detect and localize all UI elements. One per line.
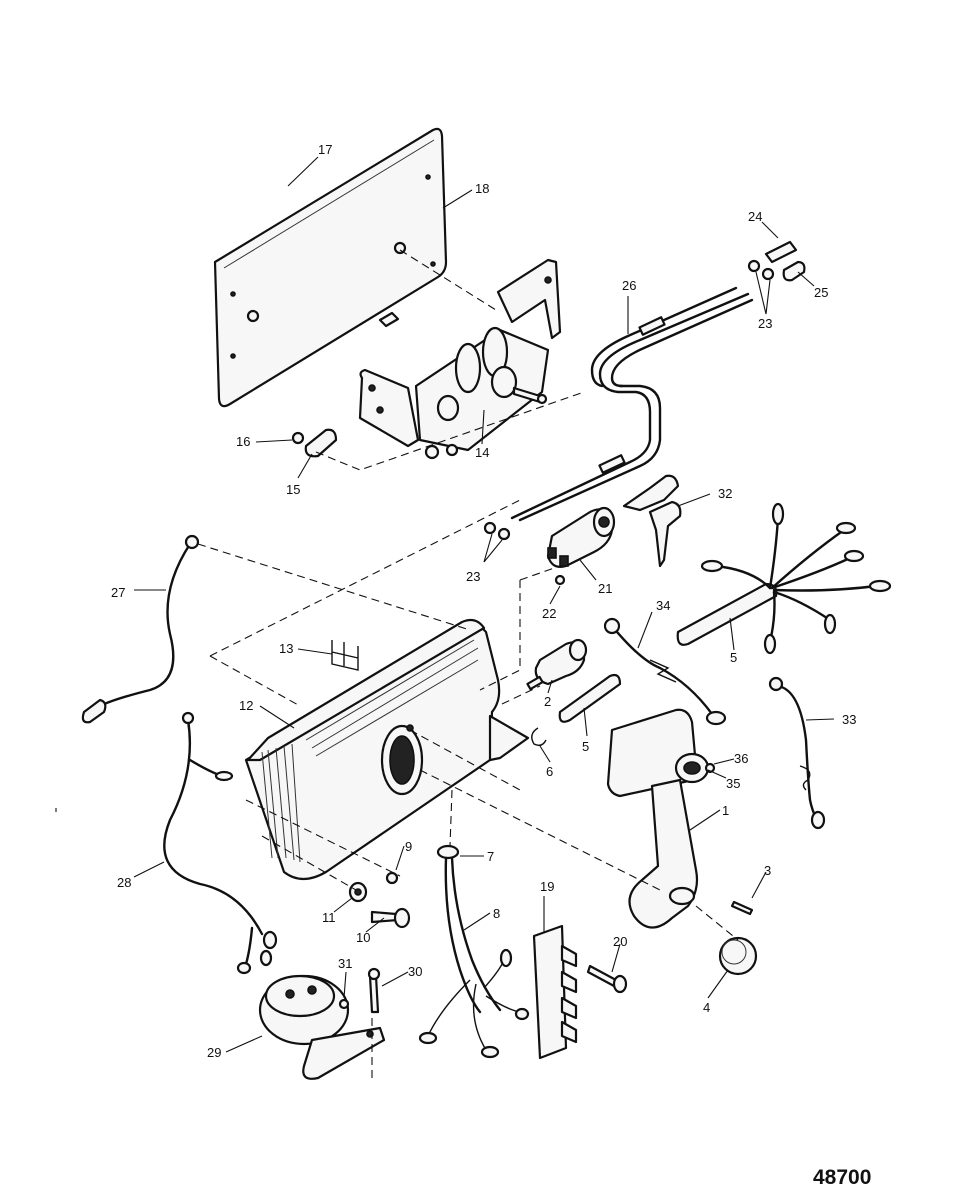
lead-wire [81, 534, 200, 724]
callout-19: 19 [540, 879, 554, 894]
callout-6: 6 [546, 764, 553, 779]
screw [367, 967, 381, 1014]
leader-lines [133, 156, 835, 1053]
callout-8: 8 [493, 906, 500, 921]
figure-id: 48700 [813, 1166, 871, 1189]
retainer [531, 727, 547, 747]
callout-31: 31 [338, 956, 352, 971]
control-mechanism [358, 258, 562, 460]
callout-30: 30 [408, 964, 422, 979]
callout-25: 25 [814, 285, 828, 300]
callout-14: 14 [475, 445, 489, 460]
callout-29: 29 [207, 1045, 221, 1060]
callout-28: 28 [117, 875, 131, 890]
harness-sleeve [558, 673, 622, 723]
callout-34: 34 [656, 598, 670, 613]
bolt [370, 907, 411, 929]
callout-3: 3 [764, 863, 771, 878]
screw-small [291, 431, 305, 445]
control-housing [244, 618, 530, 881]
alignment-lines [55, 249, 739, 1080]
callout-35: 35 [726, 776, 740, 791]
callout-12: 12 [239, 698, 253, 713]
stop-switch [526, 638, 588, 691]
terminal-block [532, 924, 578, 1060]
knob [718, 936, 758, 976]
control-handle [606, 708, 710, 929]
mounting-plate [213, 127, 448, 408]
callout-33: 33 [842, 712, 856, 727]
callout-27: 27 [111, 585, 125, 600]
handle-grip-switch [683, 761, 701, 775]
screw [385, 871, 399, 885]
callout-5: 5 [582, 739, 589, 754]
callout-22: 22 [542, 606, 556, 621]
ignition-switch [546, 506, 616, 568]
callout-labels: 17 18 24 25 26 23 16 15 14 32 23 21 22 2… [111, 142, 856, 1060]
callout-23: 23 [758, 316, 772, 331]
callout-16: 16 [236, 434, 250, 449]
washer [348, 881, 368, 903]
clip [331, 640, 359, 671]
callout-2: 2 [544, 694, 551, 709]
screw [586, 964, 628, 994]
lead-wire [768, 676, 826, 830]
callout-18: 18 [475, 181, 489, 196]
callout-10: 10 [356, 930, 370, 945]
callout-5: 5 [730, 650, 737, 665]
washer-pair [747, 259, 775, 281]
callout-17: 17 [318, 142, 332, 157]
callout-9: 9 [405, 839, 412, 854]
lockwasher [554, 574, 566, 586]
callout-24: 24 [748, 209, 762, 224]
callout-36: 36 [734, 751, 748, 766]
callout-1: 1 [722, 803, 729, 818]
callout-26: 26 [622, 278, 636, 293]
callout-7: 7 [487, 849, 494, 864]
nut [338, 998, 350, 1010]
terminal-pin [764, 240, 798, 264]
trim-switch-lead [418, 856, 530, 1059]
terminal-sleeve [782, 260, 806, 282]
callout-15: 15 [286, 482, 300, 497]
callout-21: 21 [598, 581, 612, 596]
wiring-harness [676, 502, 892, 655]
wire-harness [163, 711, 278, 975]
callout-20: 20 [613, 934, 627, 949]
bushing [304, 428, 338, 458]
callout-32: 32 [718, 486, 732, 501]
cable-harness [510, 286, 754, 522]
washer-pair [483, 521, 511, 541]
grommet [436, 844, 460, 860]
lanyard [603, 617, 727, 726]
pin [730, 900, 754, 916]
callout-23: 23 [466, 569, 480, 584]
ignition-keys [622, 474, 682, 568]
horn [258, 974, 386, 1080]
callout-13: 13 [279, 641, 293, 656]
callout-11: 11 [322, 910, 336, 925]
callout-4: 4 [703, 1000, 710, 1015]
